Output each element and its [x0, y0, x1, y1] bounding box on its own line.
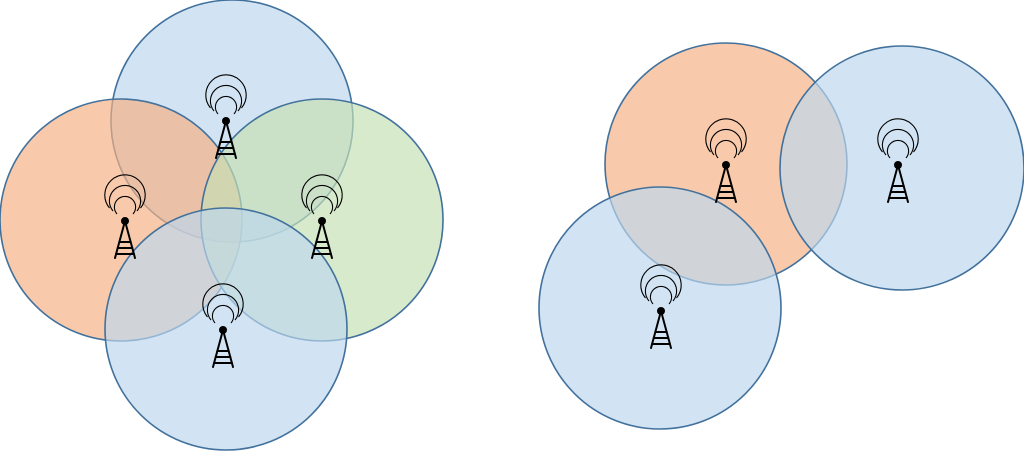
- cell-right: [779, 45, 1024, 291]
- coverage-circle: [779, 45, 1024, 291]
- dense-coverage-group: [0, 0, 444, 451]
- sparse-coverage-group: [538, 42, 1024, 430]
